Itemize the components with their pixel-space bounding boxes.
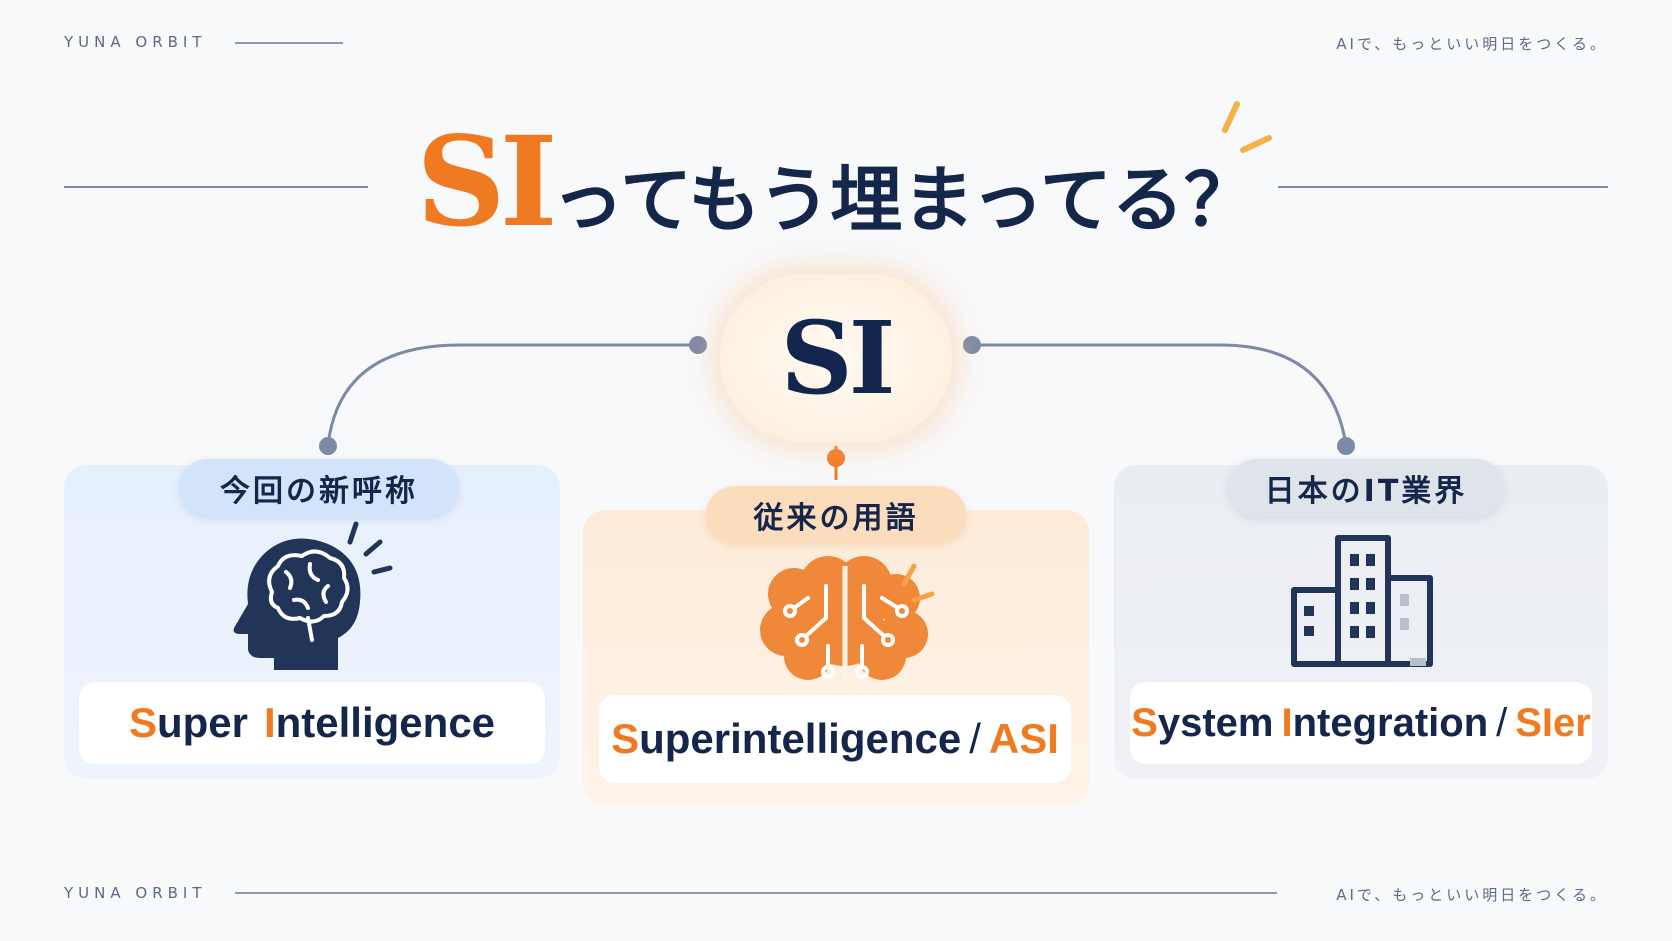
sparkle-icon <box>1222 101 1272 153</box>
circuit-brain-icon <box>760 556 935 682</box>
page-title: SIってもう埋まってる？ <box>0 110 1672 255</box>
term-initial-s: S <box>611 715 640 762</box>
term-initial-i: I <box>1281 700 1293 745</box>
footer-tagline: AIで、もっといい明日をつくる。 <box>1336 886 1608 904</box>
term-asi: ASI <box>988 715 1059 762</box>
title-rest: ってもう埋まってる？ <box>551 158 1256 242</box>
connector-node-right-card <box>1337 437 1355 455</box>
hub-label: SI <box>780 299 896 417</box>
term-slash: / <box>969 715 981 762</box>
connector-node-left-hub <box>689 336 707 354</box>
pill-traditional-term: 従来の用語 <box>706 486 966 544</box>
term-text-uper: uper <box>156 699 248 746</box>
header-tagline: AIで、もっといい明日をつくる。 <box>1336 35 1608 53</box>
connector-node-right-hub <box>963 336 981 354</box>
term-slash: / <box>1496 700 1508 745</box>
title-right-rule <box>1278 186 1608 188</box>
header-brand: YUNA ORBIT <box>64 33 207 51</box>
footer-brand: YUNA ORBIT <box>64 884 207 902</box>
term-text-uperintelligence: uperintelligence <box>639 715 962 762</box>
term-text-ntegration: ntegration <box>1292 700 1489 745</box>
head-brain-icon <box>233 521 393 670</box>
connector-node-center <box>827 449 845 467</box>
title-highlight: SI <box>416 110 558 255</box>
term-text-ntelligence: ntelligence <box>275 699 496 746</box>
si-hub: SI <box>720 274 952 442</box>
term-initial-s: S <box>128 699 157 746</box>
header-divider <box>235 42 343 44</box>
title-left-rule <box>64 186 368 188</box>
term-initial-i: I <box>263 699 276 746</box>
footer-divider <box>235 892 1277 894</box>
pill-new-term: 今回の新呼称 <box>179 459 459 517</box>
connector-node-left-card <box>319 437 337 455</box>
pill-japan-it: 日本のIT業界 <box>1228 459 1504 517</box>
term-sier: SIer <box>1515 700 1591 745</box>
office-building-icon <box>1291 535 1433 667</box>
term-initial-s: S <box>1131 700 1158 745</box>
term-text-ystem: ystem <box>1157 700 1274 745</box>
